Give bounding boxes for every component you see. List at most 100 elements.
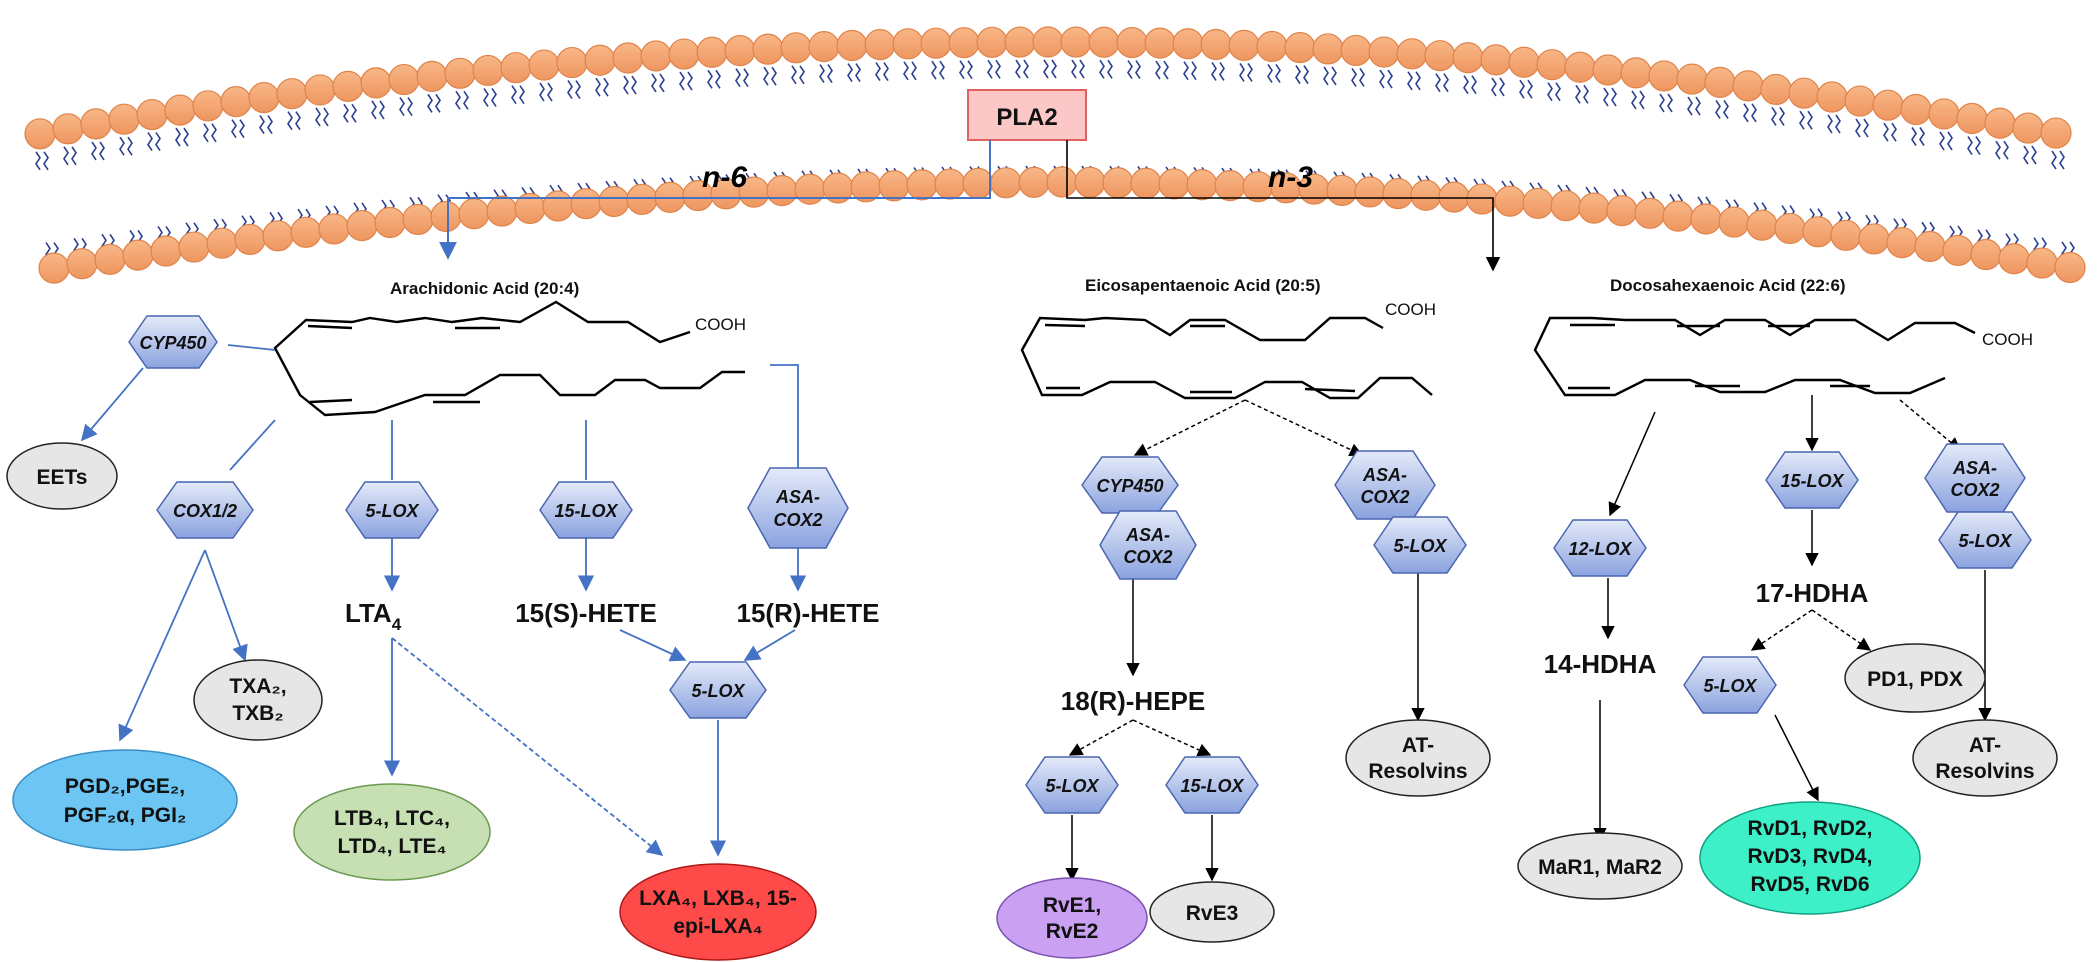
lipid-head — [80, 108, 112, 140]
enzyme-label: 15-LOX — [1780, 471, 1844, 491]
lipid-head — [1620, 57, 1652, 89]
lipid-tail — [1247, 62, 1263, 188]
lipid-head — [780, 32, 812, 64]
lipid-head — [122, 239, 154, 271]
lipid-tail — [847, 63, 863, 188]
intermediate-14-hdha: 14-HDHA — [1544, 649, 1657, 679]
lipid-tail — [1407, 71, 1423, 195]
lipid-tail — [1491, 77, 1507, 200]
product-label-line1: AT- — [1402, 734, 1434, 757]
lipid-tail — [1331, 66, 1347, 191]
lipid-tail — [1127, 60, 1143, 185]
lipid-head — [1662, 200, 1694, 232]
product-label-line1: RvE1, — [1043, 894, 1101, 917]
lipid-head — [1886, 227, 1918, 259]
lipid-head — [724, 35, 756, 67]
product-protectins: PD1, PDX — [1844, 643, 1986, 713]
lipid-head — [192, 90, 224, 122]
lipid-tail — [595, 77, 611, 200]
lipid-head — [1690, 203, 1722, 235]
lipid-tail — [911, 61, 927, 186]
lipid-head — [1550, 190, 1582, 222]
lipid-tail — [903, 61, 919, 186]
arachidonic-acid-title: Arachidonic Acid (20:4) — [390, 279, 579, 298]
pla2-enzyme-box: PLA2 — [967, 89, 1087, 141]
enzyme-asacox2-dha: ASA- COX2 — [1924, 443, 2026, 513]
enzyme-label-line2: COX2 — [1360, 487, 1409, 507]
lipid-head — [836, 29, 868, 62]
lipid-head — [1634, 197, 1666, 229]
enzyme-15lox-aa: 15-LOX — [539, 481, 633, 539]
lipid-head — [556, 46, 588, 79]
lipid-head — [1102, 167, 1134, 199]
lipid-head — [584, 44, 616, 76]
product-label-line2: Resolvins — [1935, 760, 2034, 783]
epa-title: Eicosapentaenoic Acid (20:5) — [1085, 276, 1321, 295]
aa-cooh-label: COOH — [695, 315, 746, 334]
lipid-tail — [1415, 71, 1431, 195]
lipid-head — [1732, 70, 1764, 102]
lipid-head — [808, 30, 840, 63]
enzyme-label: 15-LOX — [1180, 776, 1244, 796]
lipid-tail — [1163, 60, 1179, 186]
lipid-head — [1802, 216, 1834, 248]
lipid-tail — [623, 75, 639, 198]
lipid-tail — [631, 75, 647, 198]
product-label-line2: RvD3, RvD4, — [1748, 845, 1873, 868]
lipid-head — [178, 231, 210, 263]
lipid-head — [1592, 54, 1624, 86]
enzyme-label-line2: COX2 — [1950, 480, 1999, 500]
lipid-head — [430, 200, 462, 233]
lipid-tail — [1499, 77, 1515, 200]
arachidonic-acid-structure: COOH — [273, 300, 746, 417]
lipid-tail — [1191, 61, 1207, 186]
lipid-tail — [1359, 67, 1375, 192]
lipid-head — [1858, 223, 1890, 255]
lipid-tail — [1183, 61, 1199, 186]
lipid-head — [1844, 85, 1876, 117]
enzyme-5lox-lipoxin: 5-LOX — [669, 661, 767, 719]
product-label: MaR1, MaR2 — [1538, 856, 1662, 879]
lipid-head — [1564, 51, 1596, 83]
product-label-line2: epi-LXA₄ — [673, 915, 762, 938]
lipid-tail — [939, 60, 955, 186]
lipid-head — [1256, 30, 1288, 63]
lipid-tail — [1107, 59, 1123, 185]
lipid-tail — [575, 80, 591, 202]
lipid-tail — [1435, 73, 1451, 196]
product-label-line1: LTB₄, LTC₄, — [334, 807, 450, 830]
lipid-head — [2054, 251, 2086, 284]
enzyme-label-line1: ASA- — [775, 487, 820, 507]
lipid-head — [458, 198, 490, 230]
lipid-head — [472, 54, 504, 87]
enzyme-label: CYP450 — [1096, 476, 1163, 496]
lipid-tail — [1443, 73, 1459, 196]
lipid-head — [668, 38, 700, 70]
lipid-head — [1410, 179, 1442, 211]
lipid-head — [1914, 230, 1946, 263]
lipid-head — [598, 185, 630, 218]
lipid-head — [486, 195, 518, 227]
intermediate-15r-hete: 15(R)-HETE — [736, 598, 879, 628]
lipid-head — [1704, 66, 1736, 99]
lipid-head — [1424, 40, 1456, 72]
lipid-head — [1830, 219, 1862, 251]
lipid-head — [892, 28, 924, 60]
lipid-head — [1774, 212, 1806, 245]
lipid-head — [150, 235, 182, 267]
lipid-head — [1312, 33, 1344, 65]
enzyme-label-line2: COX2 — [1123, 547, 1172, 567]
enzyme-15lox-dha: 15-LOX — [1765, 451, 1859, 509]
n6-branch-label: n-6 — [702, 161, 747, 194]
lipid-head — [1340, 34, 1372, 67]
product-label-line1: TXA₂, — [229, 675, 286, 698]
lipid-head — [1368, 36, 1400, 68]
lipid-head — [1116, 27, 1148, 59]
lipid-tail — [1135, 60, 1151, 185]
product-label-line2: RvE2 — [1046, 920, 1099, 943]
lipid-head — [206, 227, 238, 259]
enzyme-label-line1: ASA- — [1952, 458, 1997, 478]
lipid-head — [1284, 32, 1316, 64]
lipid-head — [1480, 44, 1512, 76]
